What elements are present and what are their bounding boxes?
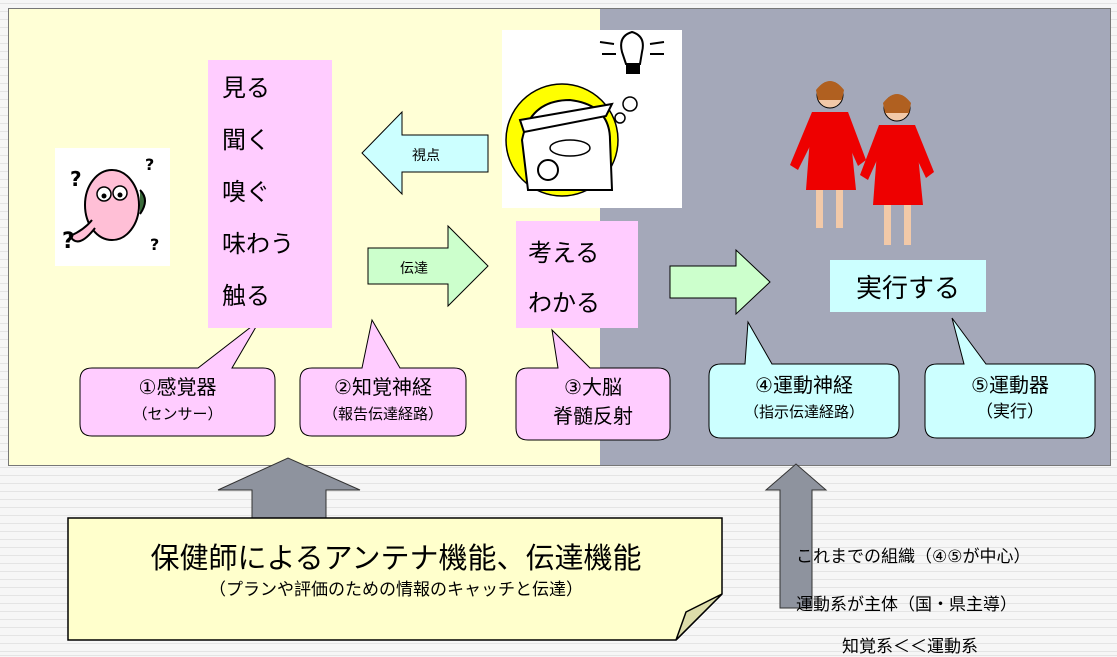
note-text: 保健師によるアンテナ機能、伝達機能 （プランや評価のための情報のキャッチと伝達）: [72, 538, 720, 602]
execute-box: 実行する: [830, 260, 986, 312]
callout-motor-organ-title: ⑤運動器: [971, 373, 1049, 397]
note-fold: [675, 593, 723, 641]
callout-motor-nerve: ④運動神経 （指示伝達経路）: [709, 370, 899, 424]
transmit-arrow: [367, 224, 489, 308]
callout-motor-organ-sub: （実行）: [976, 402, 1044, 422]
think-box: 考える わかる: [516, 221, 638, 328]
callout-brain-title: ③大脳: [564, 375, 622, 399]
callout-brain-sub: 脊髄反射: [553, 404, 633, 428]
callout-sensory-nerve: ②知覚神経 （報告伝達経路）: [300, 372, 466, 426]
callout-motor-nerve-sub: （指示伝達経路）: [743, 403, 864, 421]
sense-taste: 味わう: [222, 230, 294, 258]
svg-text:?: ?: [62, 229, 75, 254]
callout-motor-organ-shape: [924, 317, 1096, 439]
callout-sensory-nerve-title: ②知覚神経: [334, 375, 432, 399]
two-women-clipart: [790, 81, 934, 245]
callout-motor-nerve-title: ④運動神経: [755, 373, 853, 397]
callout-sensor: ①感覚器 （センサー）: [80, 372, 275, 426]
callout-sensory-nerve-shape: [299, 318, 467, 437]
svg-text:?: ?: [70, 167, 82, 191]
svg-text:?: ?: [150, 235, 159, 254]
side-note-1: これまでの組織（④⑤が中心）: [796, 547, 1031, 567]
viewpoint-arrow: [361, 110, 489, 196]
sense-see: 見る: [222, 74, 270, 102]
confused-person-clipart: ? ? ? ?: [55, 148, 170, 266]
understand-label: わかる: [528, 289, 600, 317]
svg-text:?: ?: [145, 155, 154, 174]
sense-hear: 聞く: [222, 126, 270, 154]
execute-arrow: [669, 248, 771, 316]
callout-sensor-title: ①感覚器: [138, 375, 217, 399]
callout-sensor-shape: [79, 319, 276, 437]
note-main-line: 保健師によるアンテナ機能、伝達機能: [150, 541, 642, 575]
organization-up-arrow: [764, 463, 828, 609]
viewpoint-label: 視点: [412, 148, 440, 164]
note-sub-line: （プランや評価のための情報のキャッチと伝達）: [209, 580, 583, 600]
senses-box: 見る 聞く 嗅ぐ 味わう 触る: [208, 60, 332, 328]
callout-brain: ③大脳 脊髄反射: [516, 372, 670, 430]
callout-sensory-nerve-sub: （報告伝達経路）: [322, 405, 443, 423]
sense-touch: 触る: [222, 282, 270, 310]
side-note-3: 知覚系＜＜運動系: [842, 637, 978, 657]
callout-motor-organ: ⑤運動器 （実行）: [925, 370, 1095, 424]
side-note-2: 運動系が主体（国・県主導）: [796, 595, 1017, 615]
thinking-detective-clipart: [502, 30, 682, 208]
callout-sensor-sub: （センサー）: [132, 405, 223, 423]
callout-motor-nerve-shape: [708, 320, 900, 439]
think-label: 考える: [528, 239, 600, 267]
transmit-label: 伝達: [400, 261, 428, 277]
antenna-up-arrow: [217, 457, 361, 519]
callout-brain-shape: [515, 328, 671, 441]
sense-smell: 嗅ぐ: [222, 178, 270, 206]
